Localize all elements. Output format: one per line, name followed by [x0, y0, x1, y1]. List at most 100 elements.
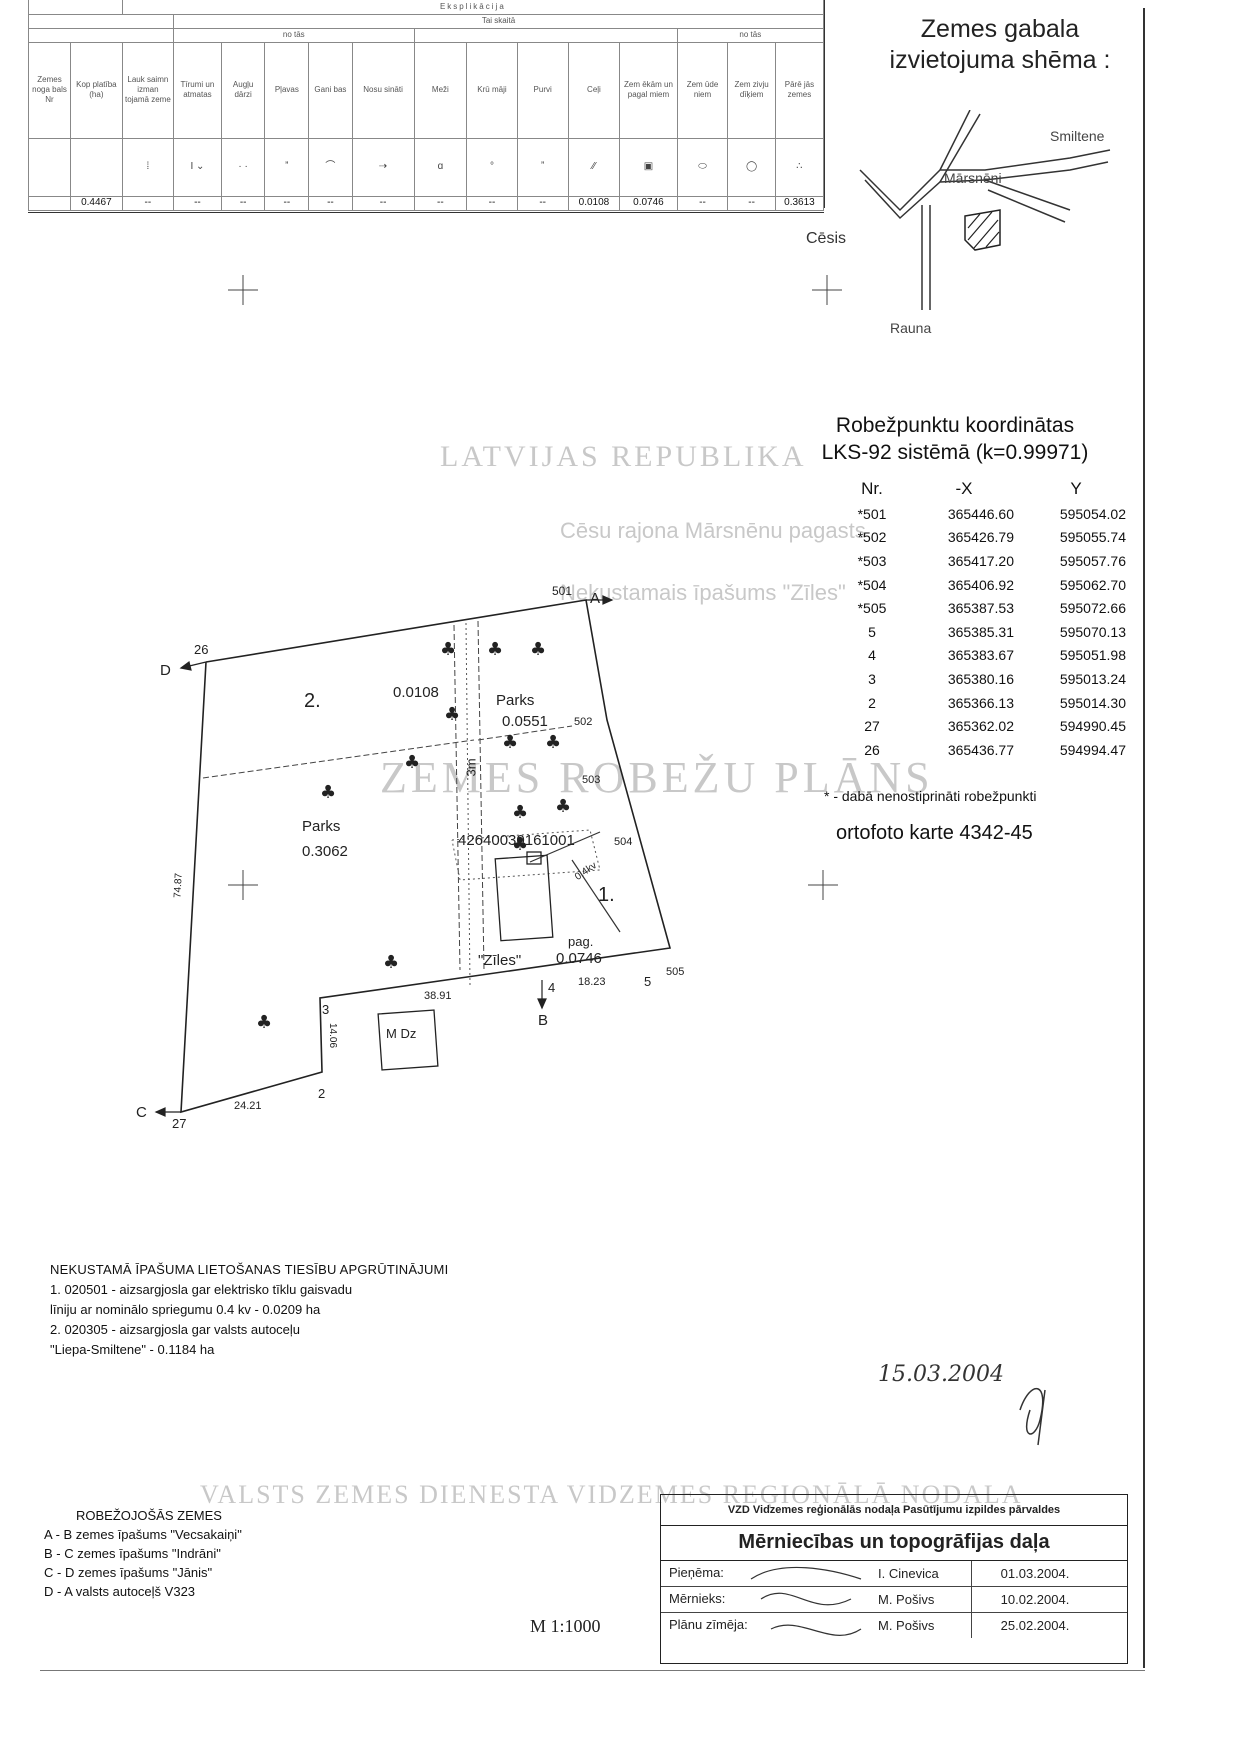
title-block: VZD Vidzemes reģionālās nodaļa Pasūtījum… — [660, 1494, 1128, 1664]
location-label-marsneni: Mārsnēni — [944, 170, 1002, 186]
coordinate-cell-x: 365366.13 — [947, 694, 1014, 711]
point-4: 4 — [548, 980, 556, 995]
location-title: Zemes gabala izvietojuma shēma : — [870, 14, 1130, 76]
tree-icon: ♣ — [383, 952, 399, 973]
tree-icon: ♣ — [256, 1012, 272, 1033]
tree-icon: ♣ — [440, 639, 456, 660]
col-header: Tīrumi un atmatas — [173, 41, 222, 139]
coordinate-cell-y: 595014.30 — [1059, 694, 1126, 711]
coordinate-cell-nr: *501 — [857, 505, 887, 522]
tree-icon: ♣ — [444, 704, 460, 725]
col-header: Augļu dārzi — [220, 41, 266, 139]
point-27: 27 — [172, 1116, 187, 1131]
divider-line — [202, 739, 475, 779]
point-502: 502 — [574, 716, 593, 728]
location-label-smiltene: Smiltene — [1050, 128, 1105, 144]
value-cell: -- — [351, 195, 415, 211]
arrow-c-head — [154, 1107, 166, 1117]
dim-18-23: 18.23 — [578, 976, 606, 988]
coordinate-cell-y: 595013.24 — [1059, 670, 1126, 687]
coordinate-cell-y: 595055.74 — [1059, 529, 1126, 546]
outbuilding-label: M Dz — [386, 1026, 417, 1041]
parks-a-label: Parks — [302, 818, 341, 835]
arrow-b-head — [537, 998, 547, 1010]
coordinate-cell-nr: 4 — [868, 647, 876, 664]
tree-icon: ♣ — [545, 732, 561, 753]
title-block-row: Pieņēma: I. Cinevica 01.03.2004. — [661, 1561, 1127, 1587]
dim-west: 74.87 — [172, 872, 185, 899]
adjacent-lands: ROBEŽOJOŠĀS ZEMES A - B zemes īpašums "V… — [44, 1506, 364, 1601]
coordinate-cell-x: 365385.31 — [947, 623, 1014, 640]
symbol-cell: ⁞ — [121, 137, 175, 197]
dim-14-06: 14.06 — [327, 1022, 339, 1049]
point-2: 2 — [318, 1086, 326, 1101]
ortho-map-ref: ortofoto karte 4342-45 — [836, 822, 1033, 844]
coordinate-cell-nr: 5 — [868, 623, 876, 640]
land-use-table: Eksplikācija Tai skaitā no tās no tās Ze… — [27, 0, 825, 211]
col-header: Zem ēkām un pagal miem — [619, 41, 678, 139]
pag-label: pag. — [568, 934, 594, 949]
parks-a-area: 0.3062 — [302, 843, 348, 860]
adjacent-title: ROBEŽOJOŠĀS ZEMES — [76, 1508, 222, 1523]
coordinate-cell-nr: *505 — [857, 600, 887, 617]
point-26: 26 — [194, 642, 209, 657]
coordinates-title: Robežpunktu koordinātas LKS-92 sistēmā (… — [790, 412, 1120, 466]
building — [494, 854, 554, 942]
coordinate-row: 2 365366.13 595014.30 — [836, 691, 1132, 715]
title-block-name: I. Cinevica — [878, 1566, 939, 1581]
stamp-signatures — [750, 1566, 862, 1636]
point-501: 501 — [552, 584, 573, 598]
adjacent-item: A - B zemes īpašums "Vecsakaiņi" — [44, 1527, 242, 1542]
value-cell: -- — [121, 195, 175, 211]
point-505: 505 — [666, 966, 685, 978]
symbol-cell: ˮ — [516, 137, 569, 197]
title-block-role: Pieņēma: — [669, 1565, 724, 1580]
tree-icon: ♣ — [555, 796, 571, 817]
coordinates-title-line2: LKS-92 sistēmā (k=0.99971) — [821, 441, 1089, 464]
letter-b: B — [538, 1012, 549, 1029]
parcel-2-label: 2. — [304, 690, 321, 712]
title-block-date: 25.02.2004. — [1000, 1618, 1070, 1633]
arrow-a-head — [602, 595, 614, 605]
map-scale: M 1:1000 — [530, 1616, 601, 1636]
power-line — [571, 859, 621, 933]
coordinates-header-y: Y — [1070, 479, 1082, 498]
frame-horizontal-bottom — [40, 1670, 1145, 1671]
coordinate-cell-y: 595054.02 — [1059, 505, 1126, 522]
point-5: 5 — [644, 974, 652, 989]
dotted-line — [465, 622, 471, 986]
adjacent-item: C - D zemes īpašums "Jānis" — [44, 1565, 213, 1580]
coordinate-cell-x: 365362.02 — [947, 718, 1014, 735]
col-header: Pārē jās zemes — [774, 41, 825, 139]
coordinate-cell-y: 595051.98 — [1059, 647, 1126, 664]
road-area: 0.0108 — [393, 684, 439, 701]
title-block-role: Mērnieks: — [669, 1591, 726, 1606]
value-cell: -- — [308, 195, 353, 211]
title-block-row: Plānu zīmēja: M. Pošivs 25.02.2004. — [661, 1613, 1127, 1638]
value-cell: -- — [727, 195, 776, 211]
coordinate-cell-nr: 3 — [868, 670, 876, 687]
power-line — [529, 831, 601, 863]
point-3: 3 — [322, 1002, 330, 1017]
point-503: 503 — [582, 774, 601, 786]
road-line — [453, 624, 461, 971]
symbol-cell: ⁄⁄ — [567, 137, 621, 197]
coordinate-cell-nr: 27 — [864, 718, 880, 735]
coordinate-cell-x: 365406.92 — [947, 576, 1014, 593]
coordinate-cell-nr: 2 — [868, 694, 876, 711]
col-header: Zem ūde niem — [676, 41, 729, 139]
title-block-rows: Pieņēma: I. Cinevica 01.03.2004. Mērniek… — [661, 1561, 1127, 1638]
coordinate-cell-y: 595072.66 — [1059, 600, 1126, 617]
adjacent-item: D - A valsts autoceļš V323 — [44, 1584, 196, 1599]
coordinates-header-x: -X — [955, 479, 973, 498]
title-block-date: 01.03.2004. — [1000, 1566, 1070, 1581]
letter-d: D — [160, 662, 171, 679]
